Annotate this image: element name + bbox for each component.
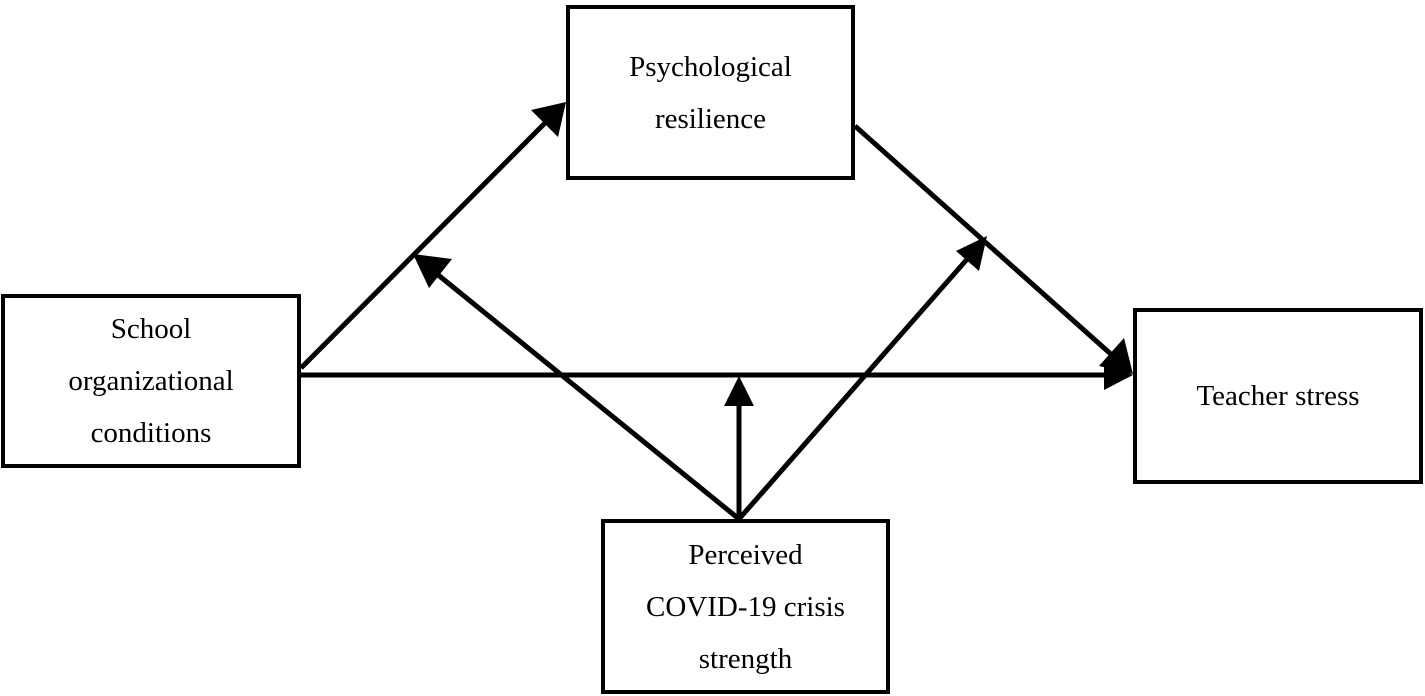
moderation-arrow-school-stress-path bbox=[724, 376, 754, 519]
node-label-psychological-resilience: Psychological resilience bbox=[629, 50, 792, 135]
node-perceived-covid-crisis-strength: Perceived COVID-19 crisis strength bbox=[601, 519, 890, 694]
node-label-school-organizational-conditions: School organizational conditions bbox=[68, 313, 234, 449]
node-label-perceived-covid-crisis-strength: Perceived COVID-19 crisis strength bbox=[646, 538, 845, 675]
node-school-organizational-conditions: School organizational conditions bbox=[1, 294, 301, 468]
node-label-teacher-stress: Teacher stress bbox=[1196, 380, 1360, 412]
node-teacher-stress: Teacher stress bbox=[1133, 308, 1423, 484]
moderation-arrow-school-resilience-path bbox=[413, 254, 741, 521]
arrow-school-to-resilience bbox=[299, 102, 566, 370]
moderation-arrow-resilience-stress-path bbox=[737, 236, 987, 521]
node-psychological-resilience: Psychological resilience bbox=[566, 5, 855, 180]
arrow-school-to-stress bbox=[301, 360, 1133, 390]
